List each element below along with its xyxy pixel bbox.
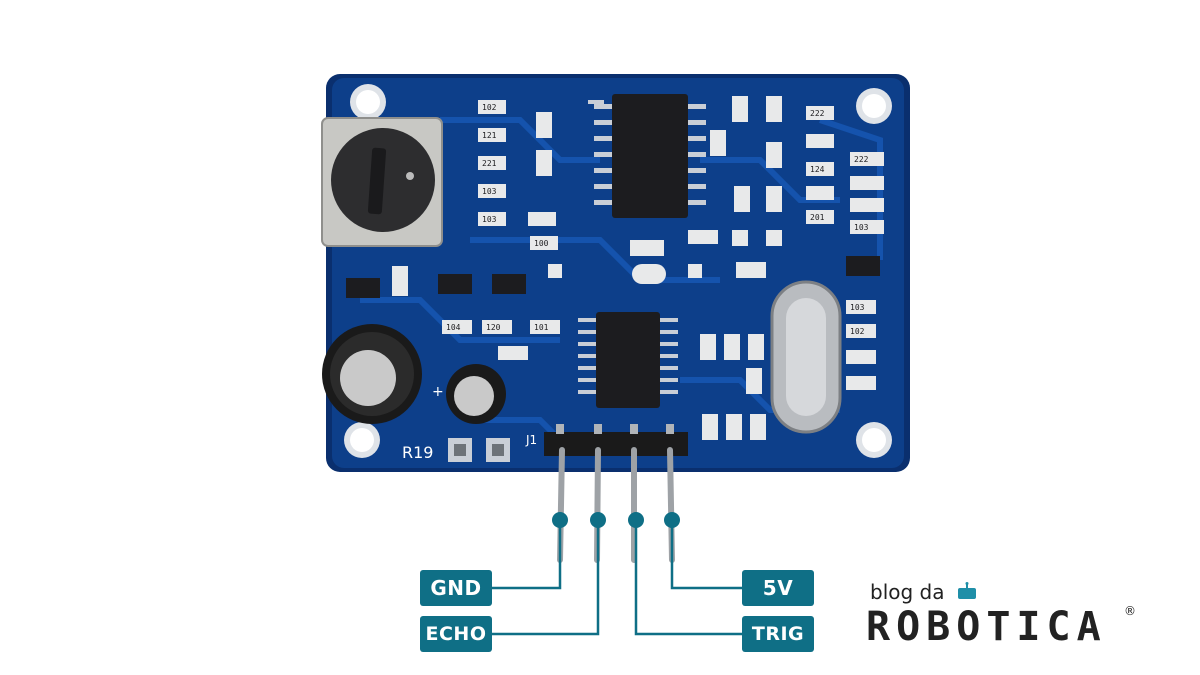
potentiometer: [321, 117, 443, 247]
rcode: 201: [810, 213, 825, 222]
pin-header-j1: [544, 424, 688, 456]
blog-da-robotica-logo: blog da ROBOTICA ®: [860, 580, 1140, 655]
capacitor-large: [322, 324, 422, 424]
registered-mark: ®: [1124, 604, 1136, 618]
trig-pin-label: TRIG: [742, 616, 814, 652]
silkscreen-j1: J1: [525, 433, 537, 447]
robot-icon: [958, 582, 976, 599]
capacitor-small: +: [432, 364, 506, 424]
transistors: [346, 256, 880, 298]
rcode: 124: [810, 165, 825, 174]
r19-pads: [448, 438, 510, 462]
logo-small-text: blog da: [870, 580, 945, 604]
resistor-code-labels: 102 103 221 121 103 100 104 120 101 222 …: [446, 103, 869, 336]
smd-components: [392, 96, 884, 440]
pin-callout-lines: [492, 520, 742, 636]
ic-top: [588, 94, 706, 218]
rcode: 104: [446, 323, 461, 332]
rcode: 120: [486, 323, 501, 332]
rcode: 103: [482, 215, 497, 224]
gnd-pin-label: GND: [420, 570, 492, 606]
echo-pin-label: ECHO: [420, 616, 492, 652]
rcode: 222: [810, 109, 825, 118]
rcode: 121: [482, 131, 497, 140]
rcode: 101: [534, 323, 549, 332]
mounting-holes: [344, 84, 892, 458]
ic-mcu: [578, 312, 678, 408]
plus-mark: +: [432, 384, 444, 400]
rcode: 100: [534, 239, 549, 248]
rcode: 103: [482, 187, 497, 196]
rcode: 222: [854, 155, 869, 164]
silkscreen-r19: R19: [402, 443, 433, 462]
rcode: 103: [850, 303, 865, 312]
5v-pin-label: 5V: [742, 570, 814, 606]
rcode: 221: [482, 159, 497, 168]
pin-dots: [552, 512, 680, 528]
crystal-oscillator: [770, 280, 842, 434]
logo-big-text: ROBOTICA: [866, 604, 1107, 650]
rcode: 102: [850, 327, 865, 336]
rcode: 102: [482, 103, 497, 112]
rcode: 103: [854, 223, 869, 232]
